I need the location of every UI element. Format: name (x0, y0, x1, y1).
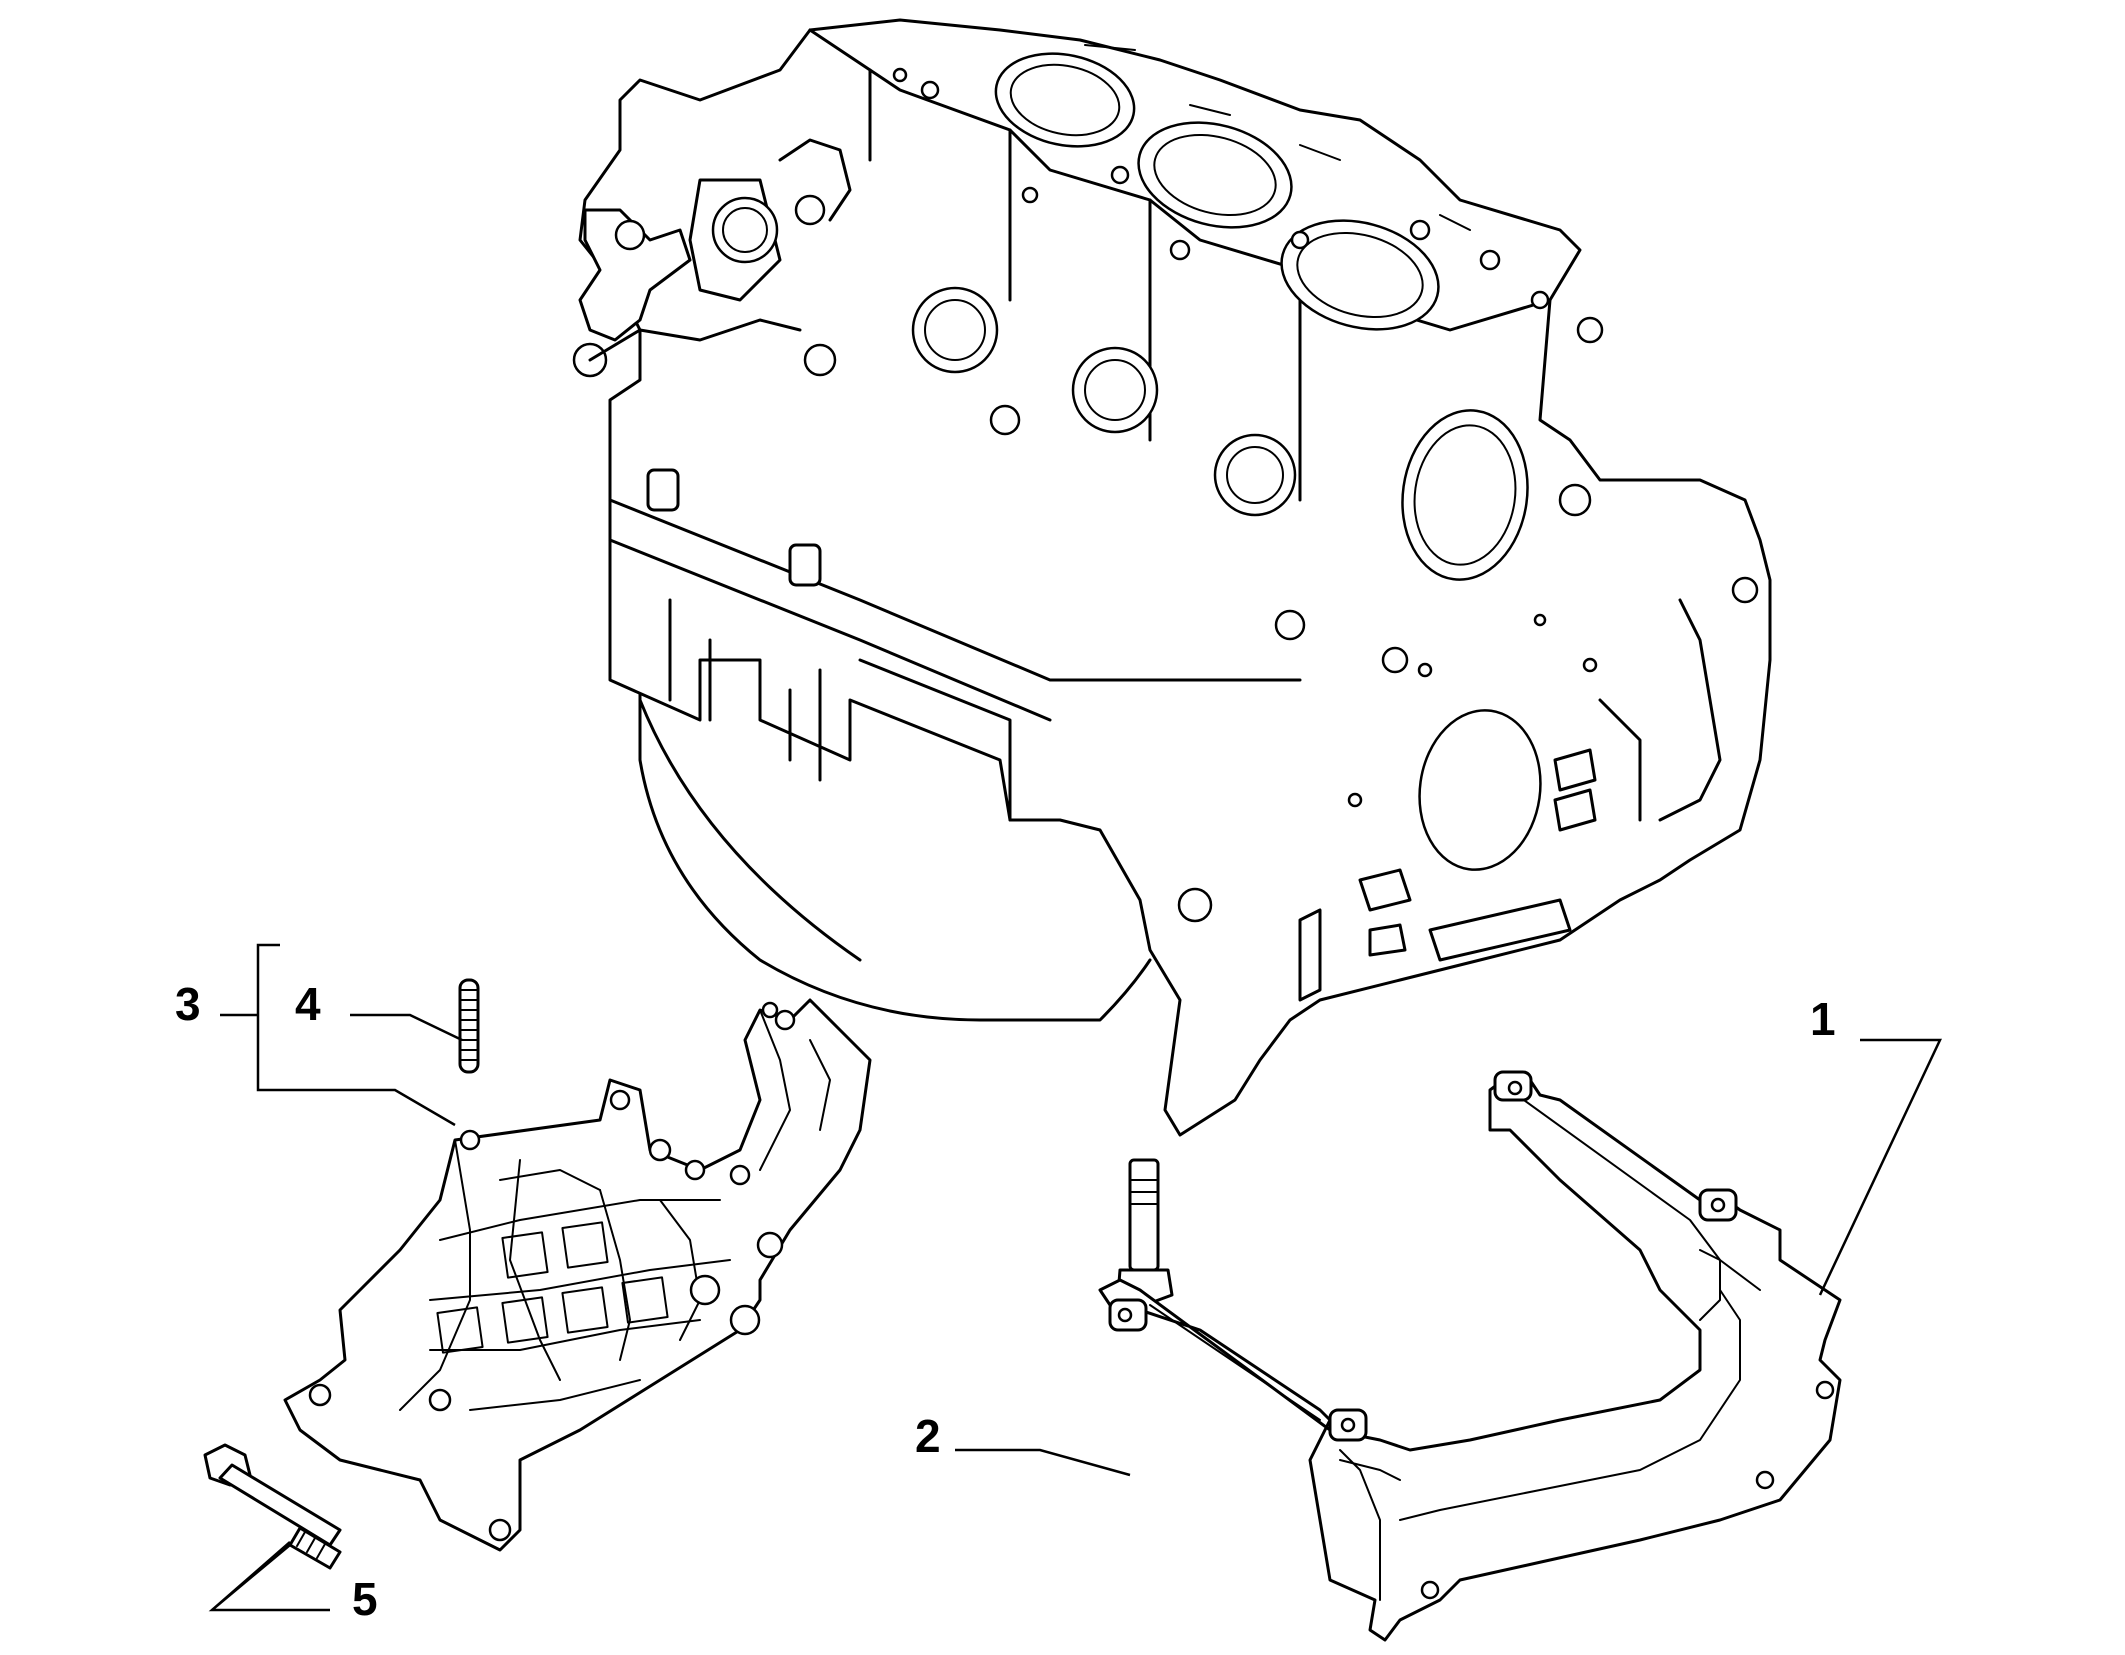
callout-labels: 1 2 3 4 5 (175, 978, 1836, 1625)
callout-5: 5 (352, 1573, 378, 1625)
part-2-bolt (1116, 1158, 1174, 1307)
leader-line-4 (350, 1013, 463, 1042)
callout-4: 4 (295, 978, 321, 1030)
leader-line-1 (1818, 1038, 1942, 1296)
part-4-stud (458, 978, 480, 1074)
callout-3: 3 (175, 978, 201, 1030)
leader-line-2 (955, 1448, 1131, 1477)
callout-2: 2 (915, 1410, 941, 1462)
part-5-bolt (203, 1443, 342, 1570)
part-1-bracket-arm (1098, 1070, 1842, 1642)
leader-lines (208, 943, 1942, 1612)
callout-1: 1 (1810, 993, 1836, 1045)
part-3-support-bracket (283, 998, 872, 1552)
engine-block (572, 18, 1772, 1137)
leader-line-3 (220, 943, 456, 1127)
leader-line-5 (208, 1541, 330, 1612)
